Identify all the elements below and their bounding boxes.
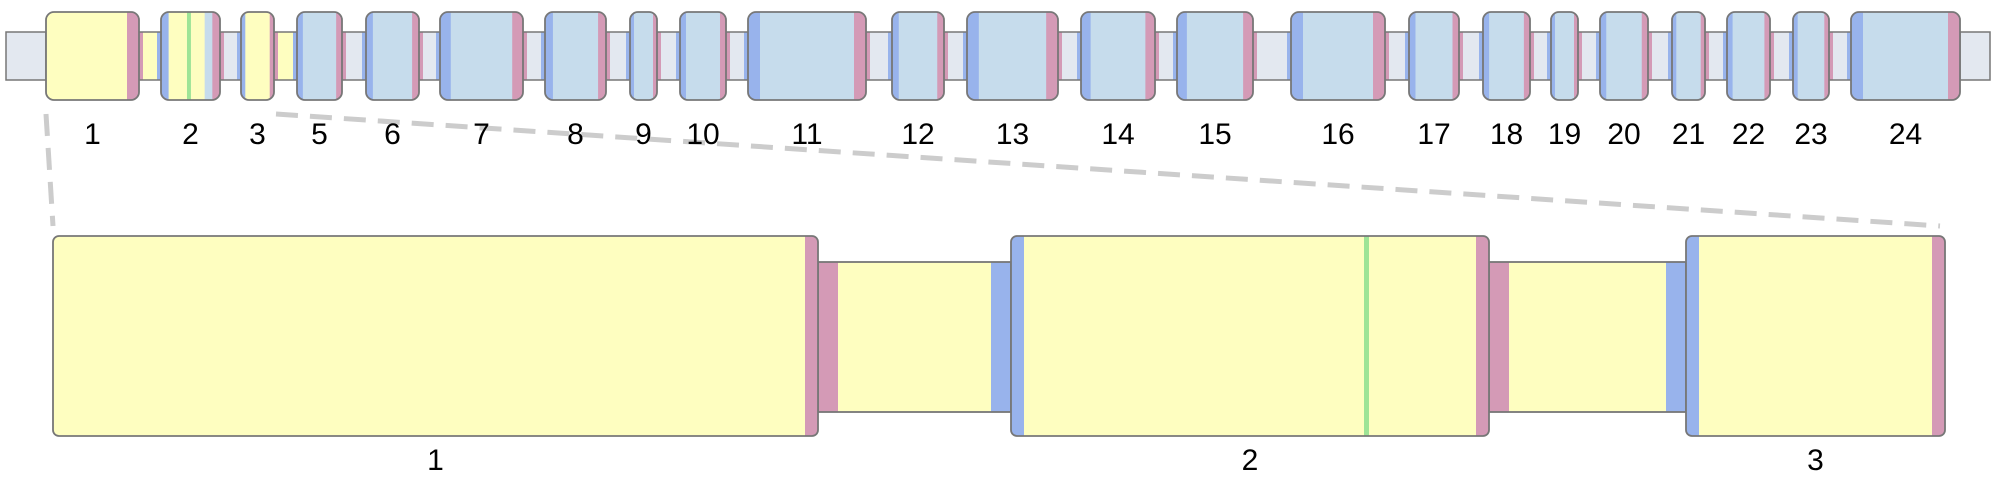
overview-intron (342, 31, 366, 81)
overview-intron (1770, 31, 1793, 81)
overview-intron (523, 31, 545, 81)
detail-exon-label: 1 (427, 444, 444, 477)
overview-intron (1253, 31, 1291, 81)
overview-exon (1850, 11, 1961, 101)
overview-exon (1408, 11, 1460, 101)
overview-intron (1058, 31, 1081, 81)
overview-exon-label: 23 (1794, 118, 1827, 151)
overview-intron (220, 31, 241, 81)
overview-exon-label: 11 (791, 118, 822, 151)
overview-exon (1482, 11, 1531, 101)
overview-exon-label: 2 (182, 118, 199, 151)
detail-exon (52, 235, 819, 437)
overview-exon-label: 1 (84, 118, 101, 151)
detail-exon-label: 3 (1807, 444, 1824, 477)
overview-exon (1671, 11, 1706, 101)
overview-intron (1648, 31, 1672, 81)
overview-exon-label: 24 (1889, 118, 1922, 151)
overview-exon (439, 11, 524, 101)
overview-intron (726, 31, 748, 81)
detail-exon-label: 2 (1242, 444, 1259, 477)
overview-exon (1290, 11, 1386, 101)
upstream-flank (5, 31, 47, 81)
overview-exon-label: 6 (384, 118, 401, 151)
overview-exon-label: 19 (1548, 118, 1581, 151)
overview-exon (296, 11, 343, 101)
overview-exon (160, 11, 221, 101)
overview-exon-label: 14 (1101, 118, 1134, 151)
overview-exon-label: 13 (996, 118, 1029, 151)
overview-intron (944, 31, 967, 81)
overview-exon (629, 11, 658, 101)
overview-exon (747, 11, 867, 101)
overview-intron (1385, 31, 1409, 81)
overview-exon (966, 11, 1059, 101)
overview-exon (1080, 11, 1156, 101)
overview-exon (679, 11, 727, 101)
overview-exon (1550, 11, 1579, 101)
overview-intron (1530, 31, 1551, 81)
overview-intron (274, 31, 297, 81)
overview-intron (1578, 31, 1600, 81)
overview-exon-label: 5 (311, 118, 328, 151)
overview-exon (1599, 11, 1649, 101)
overview-exon-label: 15 (1198, 118, 1231, 151)
zoom-guide-left (43, 113, 56, 227)
overview-exon-label: 18 (1490, 118, 1523, 151)
overview-exon-label: 20 (1607, 118, 1640, 151)
overview-intron (1155, 31, 1177, 81)
zoom-guides (43, 111, 1941, 229)
detail-exon (1685, 235, 1946, 437)
overview-exon (45, 11, 140, 101)
overview-intron (1829, 31, 1851, 81)
overview-exon-label: 3 (249, 118, 266, 151)
zoom-guide-right (275, 111, 1941, 229)
overview-exon (1176, 11, 1254, 101)
overview-exon-label: 22 (1732, 118, 1765, 151)
overview-exon (1726, 11, 1771, 101)
overview-intron (419, 31, 440, 81)
detail-track: 1 2 3 (52, 235, 1946, 477)
overview-exon (240, 11, 275, 101)
overview-exon-label: 10 (686, 118, 719, 151)
overview-exon-label: 12 (901, 118, 934, 151)
overview-intron (866, 31, 892, 81)
downstream-flank (1959, 31, 1991, 81)
overview-intron (139, 31, 161, 81)
overview-exon-label: 7 (473, 118, 490, 151)
overview-intron (606, 31, 630, 81)
overview-intron (1459, 31, 1483, 81)
detail-intron (1488, 261, 1687, 413)
overview-exon-label: 16 (1321, 118, 1354, 151)
overview-exon (544, 11, 607, 101)
overview-exon-label: 8 (567, 118, 584, 151)
overview-intron (657, 31, 680, 81)
overview-exon (891, 11, 945, 101)
detail-exon (1010, 235, 1490, 437)
detail-intron (817, 261, 1012, 413)
overview-exon (365, 11, 420, 101)
overview-exon-label: 17 (1417, 118, 1450, 151)
overview-intron (1705, 31, 1727, 81)
overview-exon-label: 21 (1672, 118, 1705, 151)
overview-exon (1792, 11, 1830, 101)
overview-exon-label: 9 (635, 118, 652, 151)
